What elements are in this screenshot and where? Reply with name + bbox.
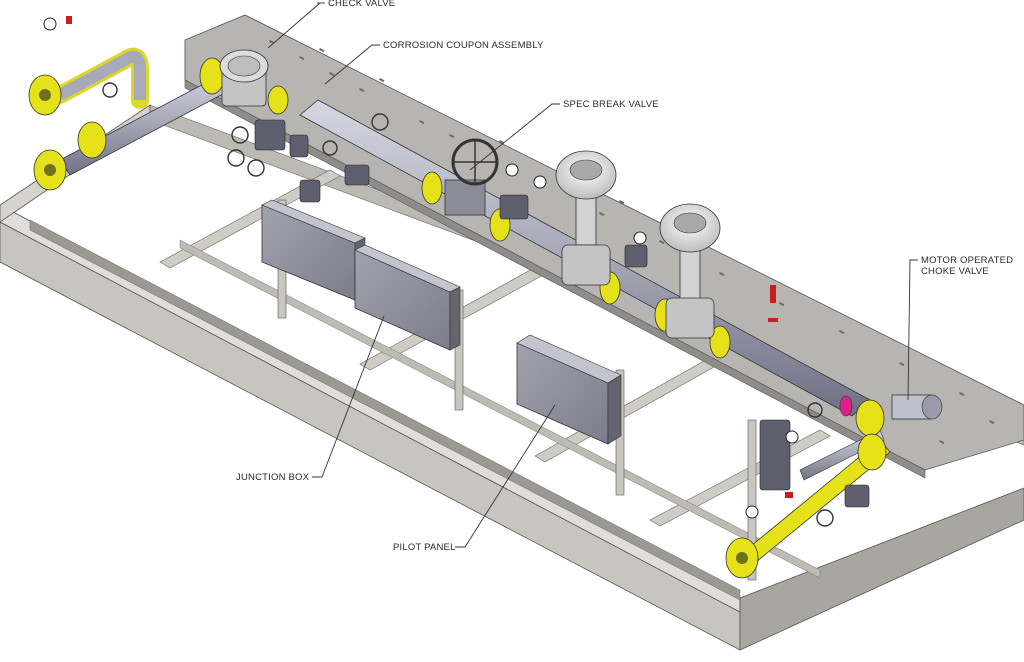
pressure-gauges — [43, 17, 799, 519]
magenta-fitting — [839, 395, 853, 417]
label-junction-box: JUNCTION BOX — [236, 472, 310, 483]
control-valve-1 — [555, 150, 617, 286]
junction-box-group — [261, 199, 461, 351]
red-fittings — [66, 16, 793, 498]
pilot-panel-box — [516, 334, 622, 445]
spec-break-valve — [444, 138, 499, 216]
label-spec-break-valve: SPEC BREAK VALVE — [563, 99, 659, 110]
label-pilot-panel: PILOT PANEL — [393, 542, 456, 553]
control-valve-2 — [659, 203, 721, 339]
motor-operated-choke-valve — [891, 394, 943, 420]
leader-lines — [267, 2, 918, 548]
manual-valves — [102, 82, 834, 527]
label-motor-operated-choke-valve-line1: MOTOR OPERATED — [921, 255, 1014, 266]
label-corrosion-coupon-assembly: CORROSION COUPON ASSEMBLY — [383, 40, 544, 51]
label-check-valve: CHECK VALVE — [328, 0, 396, 9]
deck-plate — [184, 14, 1024, 479]
valve-bodies — [254, 119, 870, 508]
check-valve — [219, 49, 269, 107]
label-motor-operated-choke-valve-line2: CHOKE VALVE — [921, 266, 989, 277]
